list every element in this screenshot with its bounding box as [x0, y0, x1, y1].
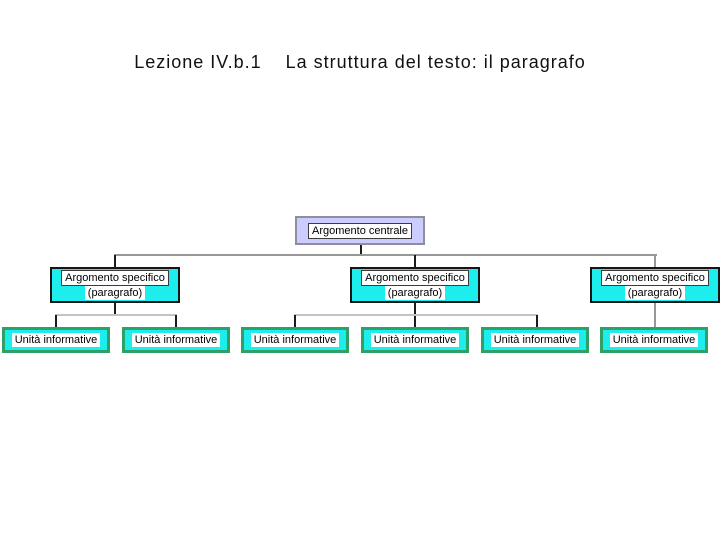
- connector-specific-3-riser: [654, 303, 656, 328]
- connector-drop-unit-2: [175, 315, 177, 328]
- connector-root-riser: [360, 245, 362, 256]
- org-chart-specific-node-3: Argomento specifico (paragrafo): [590, 267, 720, 303]
- unit-node-2-label: Unità informative: [131, 333, 221, 347]
- org-chart-unit-node-1: Unità informative: [2, 327, 110, 353]
- specific-node-1-label: Argomento specifico: [61, 270, 169, 286]
- connector-level1-bus: [114, 254, 657, 256]
- org-chart-unit-node-5: Unità informative: [481, 327, 589, 353]
- connector-specific-1-bus: [55, 314, 177, 316]
- connector-drop-unit-3: [294, 315, 296, 328]
- org-chart-unit-node-3: Unità informative: [241, 327, 349, 353]
- unit-node-4-label: Unità informative: [370, 333, 460, 347]
- unit-node-1-label: Unità informative: [11, 333, 101, 347]
- unit-node-3-label: Unità informative: [250, 333, 340, 347]
- connector-drop-specific-1: [114, 255, 116, 268]
- unit-node-5-label: Unità informative: [490, 333, 580, 347]
- connector-drop-unit-5: [536, 315, 538, 328]
- org-chart-specific-node-2: Argomento specifico (paragrafo): [350, 267, 480, 303]
- root-node-label: Argomento centrale: [308, 222, 412, 239]
- org-chart-unit-node-6: Unità informative: [600, 327, 708, 353]
- org-chart-specific-node-1: Argomento specifico (paragrafo): [50, 267, 180, 303]
- unit-node-6-label: Unità informative: [609, 333, 699, 347]
- org-chart-root-node: Argomento centrale: [295, 216, 425, 245]
- connector-drop-unit-1: [55, 315, 57, 328]
- connector-drop-specific-2: [414, 255, 416, 268]
- specific-node-1-sublabel: (paragrafo): [84, 286, 146, 300]
- slide-title: Lezione IV.b.1 La struttura del testo: il…: [0, 52, 720, 73]
- org-chart-unit-node-4: Unità informative: [361, 327, 469, 353]
- specific-node-2-sublabel: (paragrafo): [384, 286, 446, 300]
- specific-node-3-sublabel: (paragrafo): [624, 286, 686, 300]
- slide-title-lesson-number: Lezione IV.b.1: [134, 52, 262, 72]
- connector-specific-1-riser: [114, 303, 116, 315]
- connector-drop-specific-3: [654, 255, 656, 268]
- slide-title-text: La struttura del testo: il paragrafo: [285, 52, 586, 72]
- connector-specific-2-bus: [294, 314, 538, 316]
- org-chart-unit-node-2: Unità informative: [122, 327, 230, 353]
- specific-node-3-label: Argomento specifico: [601, 270, 709, 286]
- specific-node-2-label: Argomento specifico: [361, 270, 469, 286]
